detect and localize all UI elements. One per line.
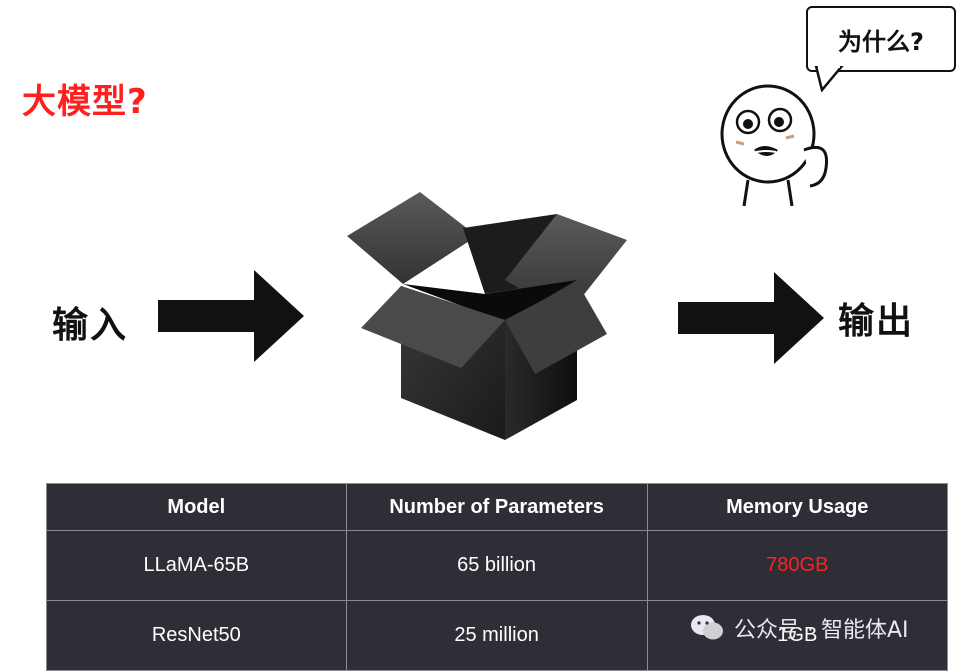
cell-model: LLaMA-65B [46,530,347,601]
table-row: ResNet50 25 million 1GB [46,600,949,671]
table-header-row: Model Number of Parameters Memory Usage [46,483,949,531]
speech-bubble: 为什么? [806,6,956,72]
input-label: 输入 [52,305,129,346]
speech-bubble-tail-icon [814,66,844,92]
watermark: 公众号 · 智能体AI [690,612,909,644]
wechat-icon [691,615,723,640]
watermark-text: 公众号 · 智能体AI [734,618,909,643]
cell-model: ResNet50 [46,600,347,671]
table-row: LLaMA-65B 65 billion 780GB [46,530,949,601]
input-arrow-icon [158,270,304,362]
cell-memory: 1GB [646,600,949,671]
header-memory: Memory Usage [646,483,949,531]
cell-memory-highlight: 780GB [646,530,949,601]
black-box-icon [345,188,635,453]
cell-parameters: 25 million [345,600,648,671]
header-parameters: Number of Parameters [345,483,648,531]
slide-title: 大模型? [22,82,148,122]
model-comparison-table: Model Number of Parameters Memory Usage … [46,483,949,671]
output-arrow-icon [678,272,824,364]
confused-face-icon [720,84,829,207]
header-model: Model [46,483,347,531]
cell-parameters: 65 billion [345,530,648,601]
output-label: 输出 [838,301,915,342]
